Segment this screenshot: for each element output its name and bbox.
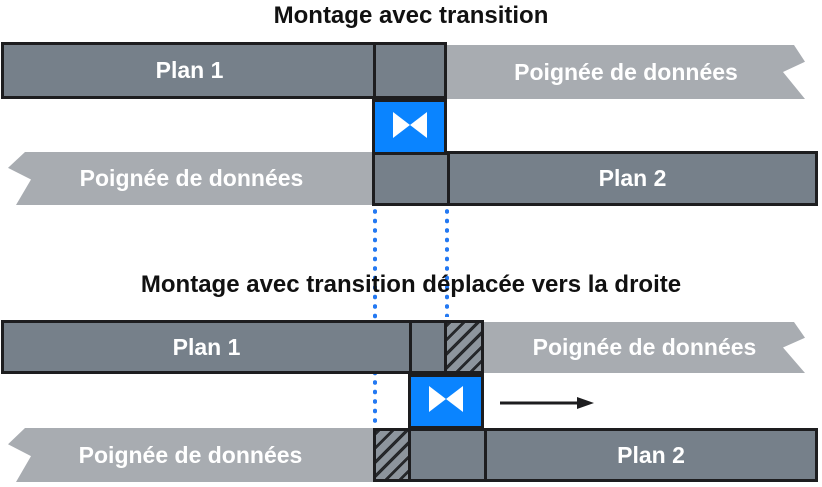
top-plan1-edit-point-divider: [373, 45, 376, 96]
guide-dotted-line-left: [373, 209, 377, 423]
top-clip-plan2-bar: Plan 2: [372, 151, 818, 206]
top-media-handle-left: Poignée de données: [8, 152, 375, 205]
guide-dotted-line-right: [445, 209, 449, 317]
bowtie-transition-icon: [391, 111, 429, 144]
bottom-media-handle-left: Poignée de données: [8, 428, 373, 482]
bottom-plan2-edit-point-divider: [484, 431, 487, 479]
top-diagram-title: Montage avec transition: [273, 2, 549, 29]
top-transition-box: [372, 99, 447, 155]
bottom-transition-box: [408, 374, 484, 429]
bottom-clip-plan1-bar: Plan 1: [1, 320, 447, 374]
top-clip-plan2-label: Plan 2: [598, 165, 667, 191]
bottom-media-handle-right: Poignée de données: [484, 322, 805, 373]
bottom-clip-plan1-label: Plan 1: [172, 333, 241, 360]
bottom-plan2-trimmed-frames-hatch: [373, 428, 411, 482]
bottom-clip-plan2-bar: Plan 2: [408, 428, 818, 482]
top-plan2-edit-point-divider: [447, 154, 450, 203]
top-media-handle-right: Poignée de données: [447, 45, 805, 99]
bowtie-transition-icon: [427, 385, 465, 418]
bottom-clip-plan2-label: Plan 2: [617, 441, 685, 468]
top-clip-plan1-bar: Plan 1: [1, 42, 447, 99]
bottom-diagram-title: Montage avec transition déplacée vers la…: [140, 271, 682, 298]
bottom-plan1-edit-point-divider: [409, 323, 412, 371]
right-arrow-icon: [499, 394, 595, 417]
top-clip-plan1-label: Plan 1: [155, 57, 224, 83]
bottom-plan1-added-frames-hatch: [444, 320, 484, 374]
